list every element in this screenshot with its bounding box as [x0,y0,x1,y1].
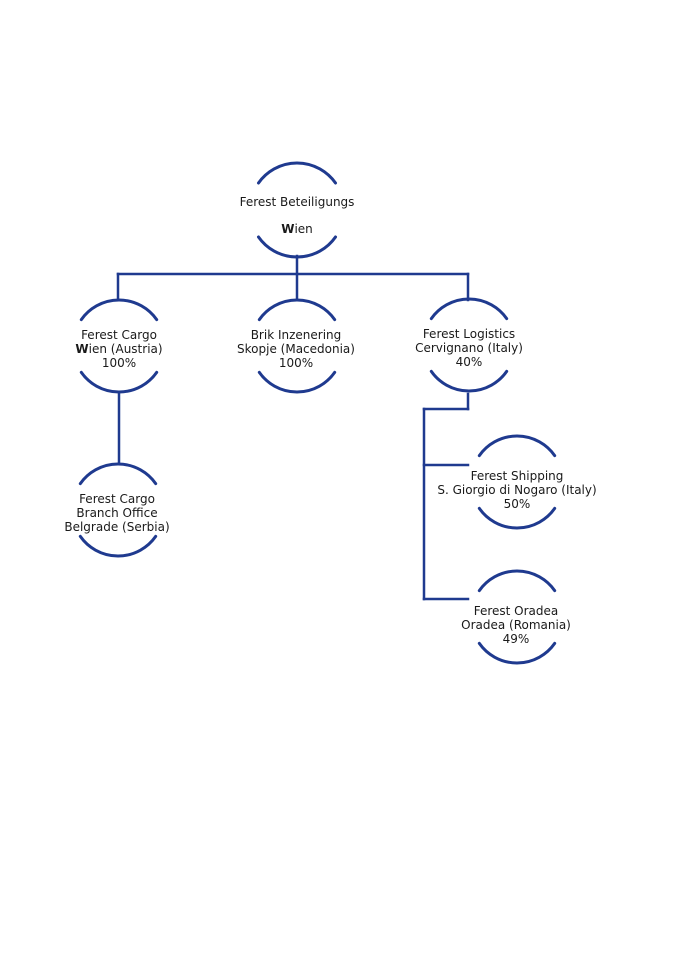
node-brik-inzenering: Brik Inzenering Skopje (Macedonia) 100% [237,328,355,370]
connector-lines [116,254,470,601]
node-share: 50% [503,497,531,511]
node-arcs [78,161,557,665]
node-ferest-cargo-belgrade: Ferest Cargo Branch Office Belgrade (Ser… [64,492,169,534]
node-share: 49% [502,632,530,646]
node-cargo-belgrade-bottom-arc [78,534,158,558]
node-ferest-beteiligungs: Ferest Beteiligungs Wien [240,195,355,236]
node-name: Ferest Logistics [422,327,516,341]
node-name: Ferest Beteiligungs [239,195,355,209]
node-name: Brik Inzenering [250,328,342,342]
node-name: Ferest Cargo [79,492,155,506]
node-location: Oradea (Romania) [461,618,571,632]
node-root-top-arc [257,161,337,185]
node-location: Wien [281,222,313,236]
node-location: Belgrade (Serbia) [64,520,170,534]
node-cargo-belgrade-top-arc [78,462,158,486]
node-shipping-bottom-arc [477,506,557,530]
node-oradea-bottom-arc [477,641,557,665]
node-ferest-oradea: Ferest Oradea Oradea (Romania) 49% [461,604,571,646]
node-cargo-wien-bottom-arc [79,370,159,394]
node-cargo-wien-top-arc [79,298,159,322]
node-name: Ferest Oradea [473,604,559,618]
node-share: 100% [101,356,137,370]
node-shipping-top-arc [477,434,557,458]
node-location: S. Giorgio di Nogaro (Italy) [437,483,597,497]
node-ferest-cargo-wien: Ferest Cargo Wien (Austria) 100% [75,328,162,370]
node-oradea-top-arc [477,569,557,593]
node-name: Ferest Shipping [470,469,564,483]
node-logistics-bottom-arc [429,369,509,393]
node-ferest-shipping: Ferest Shipping S. Giorgio di Nogaro (It… [437,469,596,511]
node-logistics-top-arc [429,297,509,321]
node-root-bottom-arc [257,235,337,259]
node-ferest-logistics: Ferest Logistics Cervignano (Italy) 40% [415,327,523,369]
node-name: Ferest Cargo [81,328,157,342]
node-location: Cervignano (Italy) [415,341,523,355]
node-location: Skopje (Macedonia) [237,342,355,356]
node-location: Wien (Austria) [75,342,163,356]
node-share: 40% [455,355,483,369]
node-detail: Branch Office [76,506,158,520]
node-brik-bottom-arc [257,370,337,394]
node-share: 100% [278,356,314,370]
node-brik-top-arc [257,298,337,322]
